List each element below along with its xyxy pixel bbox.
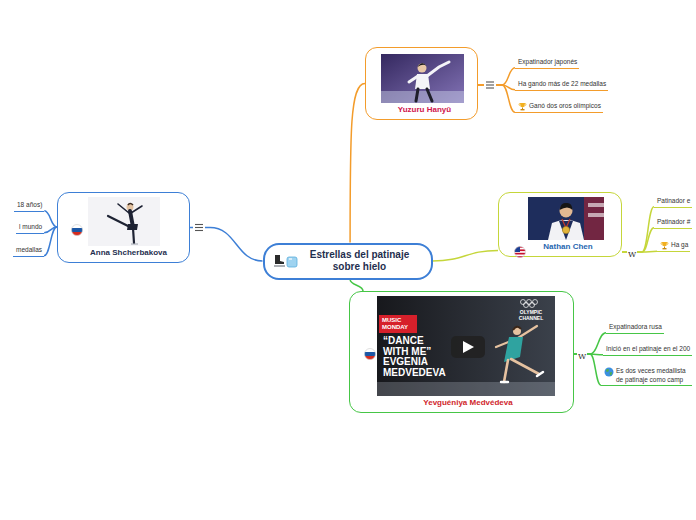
photo-frame (381, 54, 464, 103)
subtopic: 18 años) (14, 201, 44, 212)
branch-line (44, 211, 57, 227)
subtopic-text: 18 años) (17, 201, 42, 210)
skater-photo (381, 54, 464, 103)
wiki-letter: W (628, 250, 636, 259)
thumbnail-caption: “DANCE WITH ME” EVGENIA MEDVEDEVA (383, 336, 451, 378)
photo-frame: MUSIC MONDAY “DANCE WITH ME” EVGENIA MEDV… (377, 296, 555, 396)
thumbnail-text: “DANCE WITH ME” EVGENIA MEDVEDEVA (383, 336, 451, 378)
skater-photo (88, 197, 160, 246)
branch-line (433, 251, 499, 262)
subtopic: Ha gando más de 22 medallas (515, 80, 608, 91)
topic-title: Estrellas del patinaje sobre hielo (301, 249, 419, 273)
thumbnail-caption: MUSIC MONDAY (379, 315, 417, 333)
subtopic: medallas (13, 246, 44, 257)
thumbnail-caption: OLYMPIC CHANNEL (511, 309, 551, 321)
subtopic: Expatinador japonés (515, 58, 579, 69)
branch-line (478, 68, 515, 85)
wiki-badge: W (627, 243, 637, 261)
subtopic-text: Ganó dos oros olímpicos (529, 102, 601, 111)
branch-line (350, 84, 365, 243)
subtopic-text: Expatinador japonés (518, 58, 577, 67)
subtopic-text: Ha gando más de 22 medallas (518, 80, 606, 89)
card-column: MUSIC MONDAY “DANCE WITH ME” EVGENIA MEDV… (377, 296, 559, 408)
topic-card: MUSIC MONDAY “DANCE WITH ME” EVGENIA MEDV… (349, 291, 574, 413)
skate-icon (274, 253, 298, 269)
subtopic: Patinador # (654, 218, 692, 229)
usa-flag (514, 246, 526, 258)
russia-flag (71, 224, 83, 236)
branch-line (350, 280, 363, 292)
topic-card: Anna Shcherbakova (57, 192, 190, 263)
subtopic: Expatinadora rusa (606, 323, 664, 334)
photo-frame (528, 197, 604, 240)
thumbnail-text: OLYMPIC CHANNEL (511, 309, 551, 321)
subtopic: Es dos veces medallista de patinaje como… (601, 367, 692, 386)
wiki-letter: W (578, 352, 586, 361)
topic-name: Yuzuru Hanyū (381, 105, 468, 115)
subtopic: Inició en el patinaje en el 200 (603, 345, 692, 356)
central-topic: Estrellas del patinaje sobre hielo (263, 243, 433, 280)
subtopic-text: Inició en el patinaje en el 200 (606, 345, 690, 354)
menu-icon (193, 223, 205, 233)
branch-line (478, 85, 515, 112)
topic-card: Yuzuru Hanyū (365, 47, 478, 120)
subtopic-text: l mundo (19, 223, 42, 232)
skater-photo (528, 197, 604, 240)
topic-name: Nathan Chen (528, 242, 608, 252)
photo-frame (88, 197, 160, 246)
topic-name: Yevguéniya Medvédeva (377, 398, 559, 408)
globe-icon (604, 367, 614, 377)
branch-line (190, 228, 263, 262)
thumbnail-text: MUSIC MONDAY (379, 315, 417, 333)
card-column: Yuzuru Hanyū (381, 54, 468, 115)
subtopic: Patinador e (654, 197, 692, 208)
subtopic: l mundo (16, 223, 44, 234)
trophy-icon (518, 102, 527, 111)
subtopic-text: Es dos veces medallista de patinaje como… (616, 367, 690, 384)
subtopic-text: Patinador e (657, 197, 690, 206)
wiki-badge: W (577, 345, 587, 363)
subtopic-text: Ha ga (671, 241, 688, 250)
subtopic: Ha ga (657, 241, 690, 252)
subtopic-text: medallas (16, 246, 42, 255)
menu-icon (484, 80, 496, 90)
topic-name: Anna Shcherbakova (88, 248, 169, 258)
card-column: Anna Shcherbakova (88, 197, 169, 258)
topic-card: Nathan Chen (498, 192, 622, 257)
subtopic: Ganó dos oros olímpicos (515, 102, 603, 113)
trophy-icon (660, 241, 669, 250)
branch-line (44, 227, 57, 256)
subtopic-text: Patinador # (657, 218, 690, 227)
card-column: Nathan Chen (528, 197, 608, 252)
subtopic-text: Expatinadora rusa (609, 323, 662, 332)
russia-flag (364, 348, 376, 360)
